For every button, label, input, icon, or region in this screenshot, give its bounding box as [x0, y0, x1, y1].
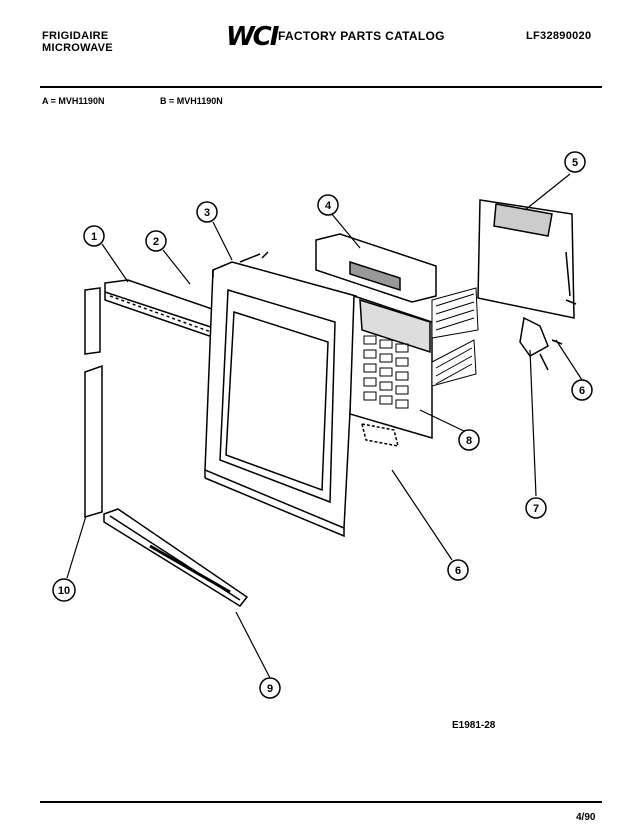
callout-6a [571, 379, 593, 401]
product-line: MICROWAVE [42, 42, 113, 54]
part-circuit-board [477, 199, 575, 319]
callout-label-7: 7 [533, 503, 539, 515]
part-display-panel [315, 233, 437, 303]
figure-reference: E1981-28 [452, 720, 496, 731]
part-side-trim [84, 287, 103, 519]
callout-label-1: 1 [91, 231, 97, 243]
callout-3 [196, 201, 218, 223]
part-control-panel [349, 294, 433, 440]
part-door-frame [204, 251, 357, 538]
model-b-label: B = MVH1190N [160, 96, 223, 106]
document-number: LF32890020 [526, 30, 592, 42]
part-screws [360, 299, 577, 447]
brand-name: FRIGIDAIRE [42, 30, 109, 42]
callout-label-6a: 6 [579, 385, 585, 397]
callout-6b [447, 559, 469, 581]
leader-lines [66, 173, 583, 679]
callout-label-8: 8 [466, 435, 472, 447]
ribbon-cables [431, 287, 479, 387]
wci-logo: WCI [226, 22, 279, 52]
callout-label-5: 5 [572, 157, 578, 169]
callout-9 [259, 677, 281, 699]
callout-circles [52, 151, 593, 699]
catalog-title: FACTORY PARTS CATALOG [278, 29, 445, 43]
callout-label-4: 4 [325, 200, 332, 212]
page-date: 4/90 [576, 812, 596, 823]
model-a-label: A = MVH1190N [42, 96, 105, 106]
callout-label-2: 2 [153, 236, 159, 248]
callout-8 [458, 429, 480, 451]
callout-7 [525, 497, 547, 519]
callout-label-10: 10 [58, 585, 70, 597]
callout-label-9: 9 [267, 683, 273, 695]
callout-5 [564, 151, 586, 173]
part-bottom-trim [103, 508, 249, 607]
callout-2 [145, 230, 167, 252]
callout-1 [83, 225, 105, 247]
callout-10 [52, 578, 76, 602]
callout-4 [317, 194, 339, 216]
callout-label-3: 3 [204, 207, 210, 219]
callout-label-6b: 6 [455, 565, 461, 577]
part-latch [519, 316, 549, 371]
